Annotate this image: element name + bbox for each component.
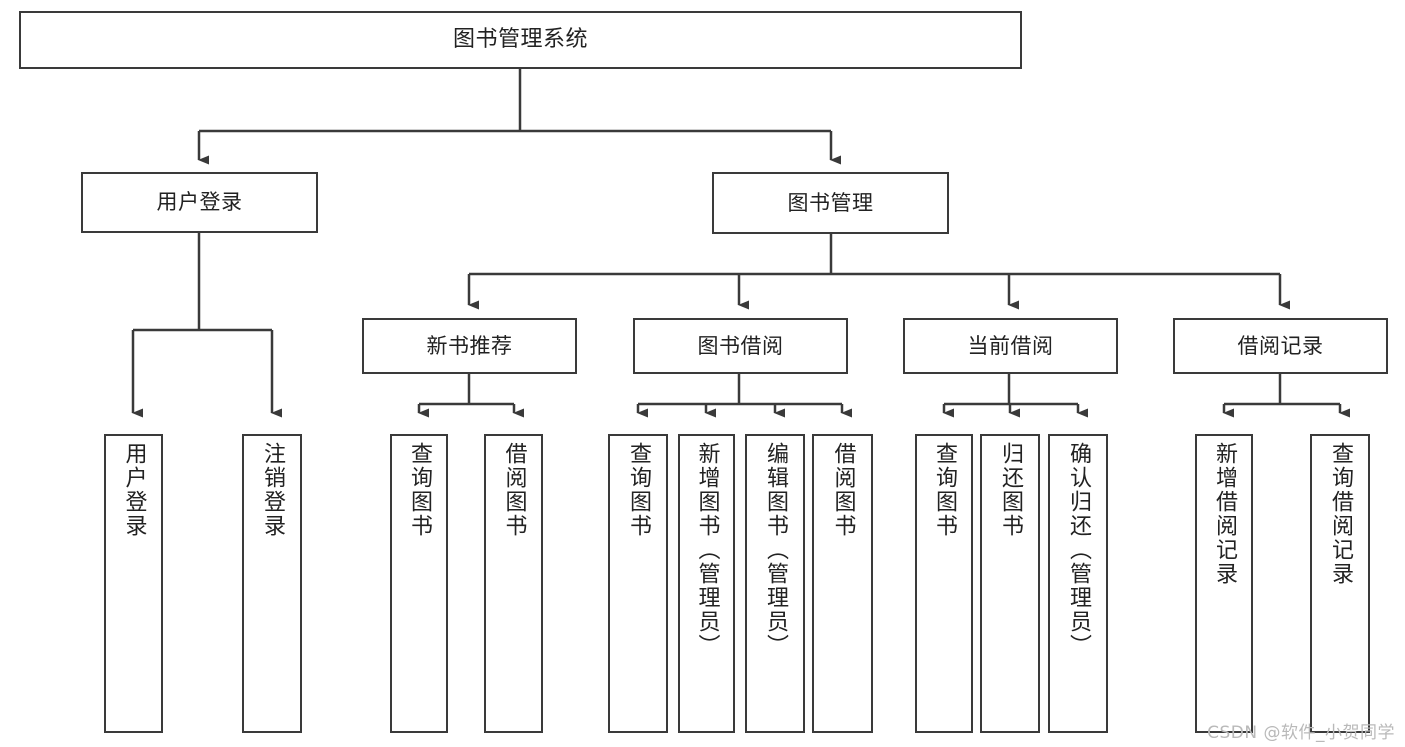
node-label: 注销登录 [260,442,285,538]
node-book-management[interactable]: 图书管理 [712,172,949,234]
node-label: 借阅图书 [830,442,856,538]
leaf-current-query-book[interactable]: 查询图书 [915,434,973,733]
node-label: 当前借阅 [967,333,1054,358]
node-borrow-record[interactable]: 借阅记录 [1173,318,1388,374]
node-user-login[interactable]: 用户登录 [81,172,318,233]
node-book-borrow[interactable]: 图书借阅 [633,318,848,374]
leaf-new-book-query-book[interactable]: 查询图书 [390,434,448,733]
leaf-new-book-borrow-book[interactable]: 借阅图书 [484,434,543,733]
leaf-record-query-record[interactable]: 查询借阅记录 [1310,434,1370,733]
node-label: 新增图书（管理员） [694,442,720,658]
leaf-current-confirm-return-admin[interactable]: 确认归还（管理员） [1048,434,1108,733]
node-label: 新书推荐 [426,333,513,358]
node-label: 编辑图书（管理员） [763,442,788,658]
node-root-system[interactable]: 图书管理系统 [19,11,1022,69]
leaf-record-add-record[interactable]: 新增借阅记录 [1195,434,1253,733]
leaf-borrow-add-book-admin[interactable]: 新增图书（管理员） [678,434,735,733]
node-new-book-recommend[interactable]: 新书推荐 [362,318,577,374]
node-label: 借阅记录 [1237,333,1324,358]
leaf-current-return-book[interactable]: 归还图书 [980,434,1040,733]
node-label: 用户登录 [121,442,147,538]
node-label: 图书管理系统 [452,27,588,53]
leaf-user-login-login[interactable]: 用户登录 [104,434,163,733]
leaf-user-login-logout[interactable]: 注销登录 [242,434,302,733]
watermark-text: CSDN @软件_小贺同学 [1207,723,1395,743]
node-label: 新增借阅记录 [1212,442,1237,586]
leaf-borrow-borrow-book[interactable]: 借阅图书 [812,434,873,733]
node-current-borrow[interactable]: 当前借阅 [903,318,1118,374]
node-label: 查询图书 [407,442,432,538]
node-label: 归还图书 [998,442,1023,538]
node-label: 图书管理 [787,190,874,215]
node-label: 借阅图书 [501,442,527,538]
node-label: 确认归还（管理员） [1066,442,1091,658]
node-label: 查询图书 [626,442,651,538]
node-label: 用户登录 [156,190,243,215]
leaf-borrow-query-book[interactable]: 查询图书 [608,434,668,733]
node-label: 图书借阅 [697,333,784,358]
node-label: 查询图书 [932,442,957,538]
leaf-borrow-edit-book-admin[interactable]: 编辑图书（管理员） [745,434,805,733]
node-label: 查询借阅记录 [1328,442,1353,586]
